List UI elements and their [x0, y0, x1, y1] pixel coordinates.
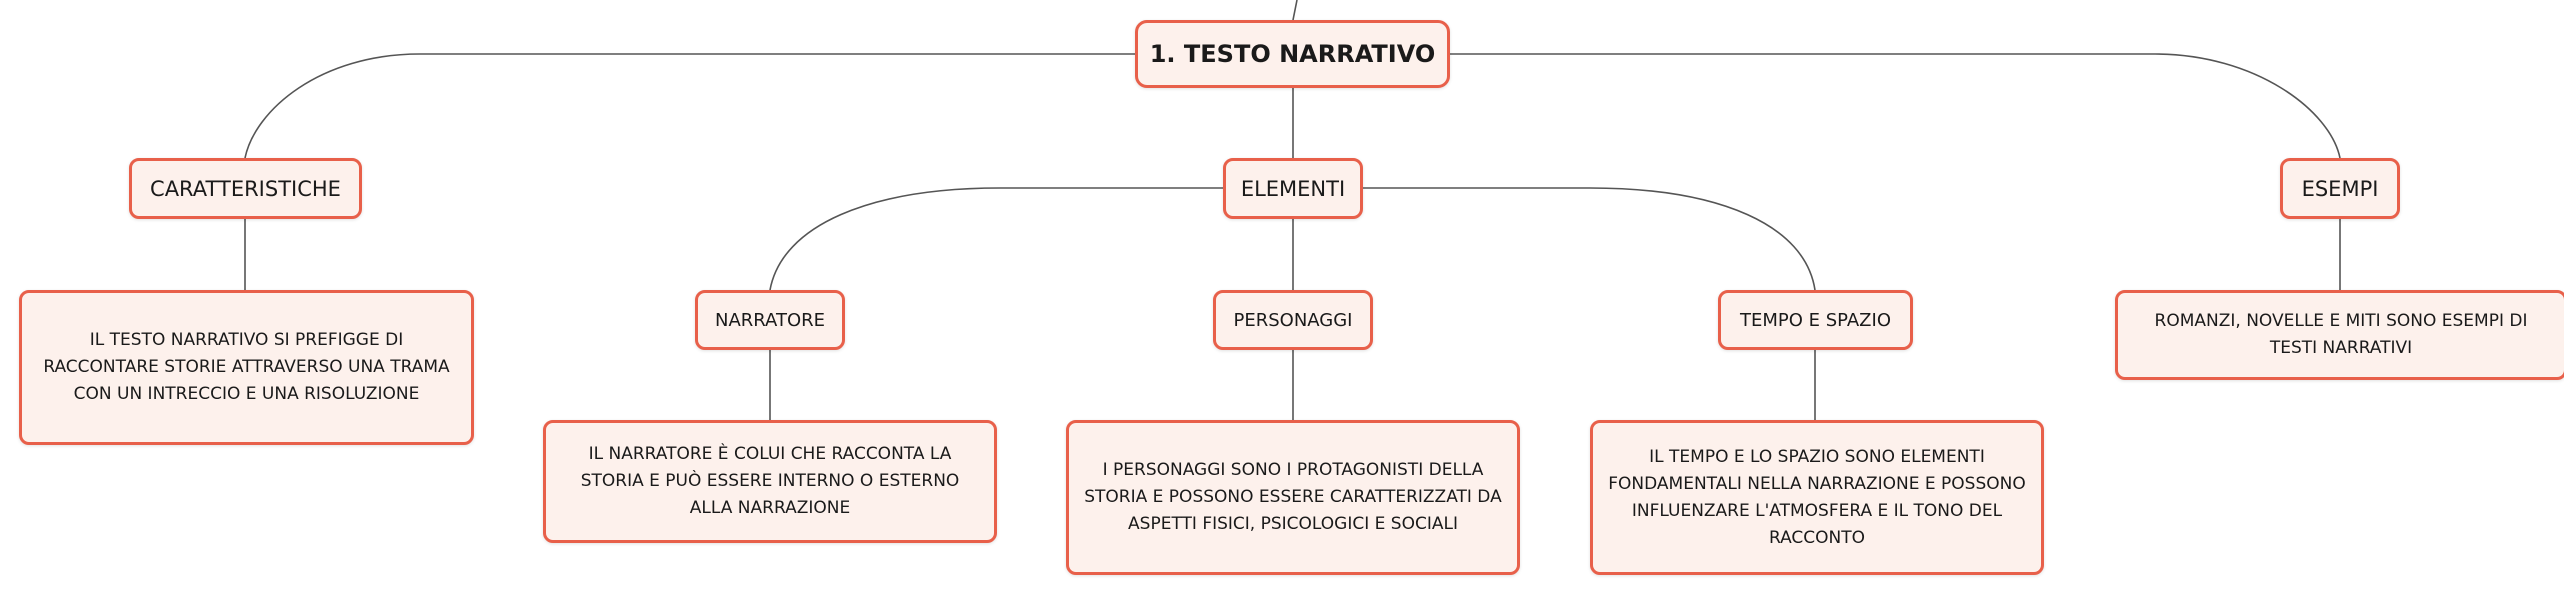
- personaggi-label: PERSONAGGI: [1233, 309, 1353, 331]
- personaggi-node[interactable]: PERSONAGGI: [1213, 290, 1373, 350]
- caratteristiche-node[interactable]: CARATTERISTICHE: [129, 158, 362, 219]
- link-root-caratteristiche: [244, 53, 1135, 159]
- esempi-detail-node[interactable]: ROMANZI, NOVELLE E MITI SONO ESEMPI DI T…: [2115, 290, 2564, 380]
- caratteristiche-detail-text: IL TESTO NARRATIVO SI PREFIGGE DI RACCON…: [43, 330, 450, 404]
- narratore-detail-text: IL NARRATORE È COLUI CHE RACCONTA LA STO…: [580, 444, 960, 518]
- caratteristiche-detail-node[interactable]: IL TESTO NARRATIVO SI PREFIGGE DI RACCON…: [19, 290, 474, 445]
- tempo-spazio-detail-node[interactable]: IL TEMPO E LO SPAZIO SONO ELEMENTI FONDA…: [1590, 420, 2044, 575]
- narratore-label: NARRATORE: [714, 309, 826, 331]
- esempi-label: ESEMPI: [2301, 176, 2379, 201]
- elementi-label: ELEMENTI: [1240, 176, 1346, 201]
- root-node[interactable]: 1. TESTO NARRATIVO: [1135, 20, 1450, 88]
- tempo-spazio-label: TEMPO E SPAZIO: [1740, 309, 1891, 331]
- link-root-esempi: [1450, 53, 2341, 159]
- esempi-detail-text: ROMANZI, NOVELLE E MITI SONO ESEMPI DI T…: [2154, 311, 2528, 358]
- tempo-spazio-node[interactable]: TEMPO E SPAZIO: [1718, 290, 1913, 350]
- root-label: 1. TESTO NARRATIVO: [1149, 40, 1436, 68]
- narratore-node[interactable]: NARRATORE: [695, 290, 845, 350]
- link-elementi-tempo-spazio: [1363, 187, 1816, 291]
- personaggi-detail-text: I PERSONAGGI SONO I PROTAGONISTI DELLA S…: [1084, 460, 1502, 534]
- personaggi-detail-node[interactable]: I PERSONAGGI SONO I PROTAGONISTI DELLA S…: [1066, 420, 1520, 575]
- elementi-node[interactable]: ELEMENTI: [1223, 158, 1363, 219]
- tempo-spazio-detail-text: IL TEMPO E LO SPAZIO SONO ELEMENTI FONDA…: [1608, 446, 2026, 548]
- link-elementi-narratore: [769, 187, 1223, 291]
- esempi-node[interactable]: ESEMPI: [2280, 158, 2400, 219]
- caratteristiche-label: CARATTERISTICHE: [150, 176, 341, 201]
- narratore-detail-node[interactable]: IL NARRATORE È COLUI CHE RACCONTA LA STO…: [543, 420, 997, 543]
- link-parent-to-root: [1292, 0, 1298, 21]
